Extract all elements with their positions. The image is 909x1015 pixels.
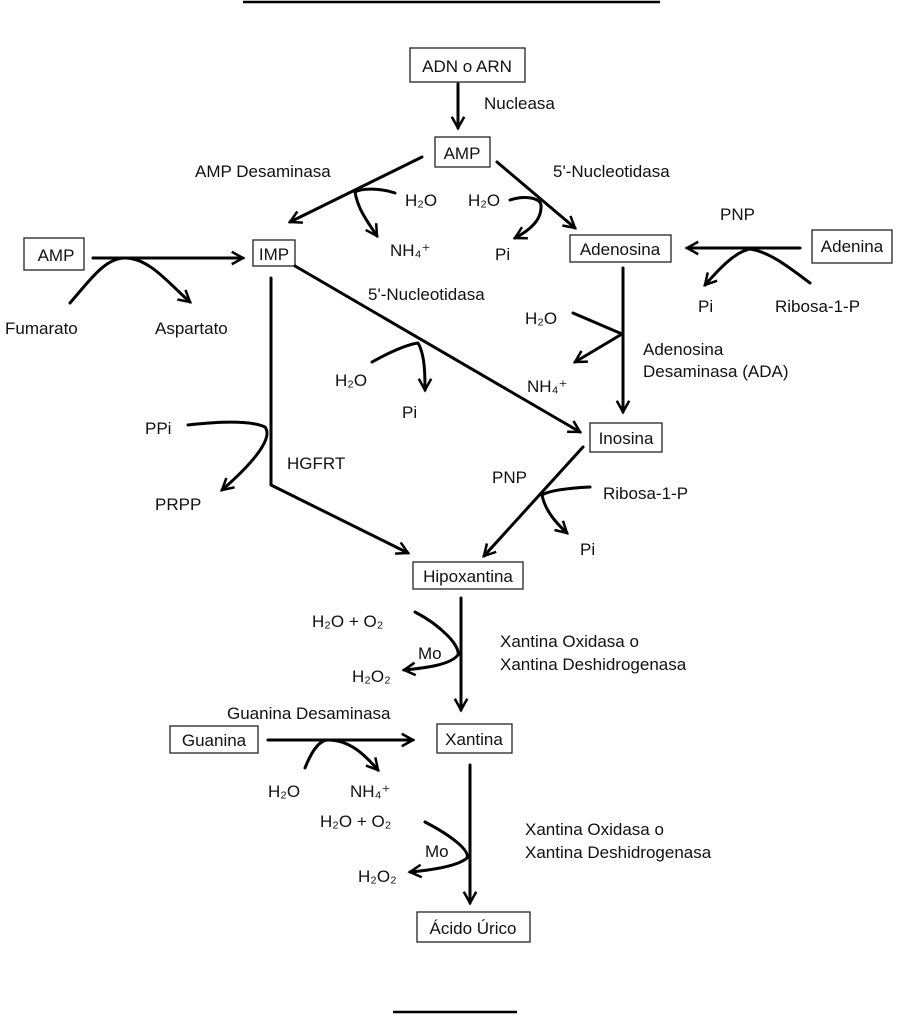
label-aspartato: Aspartato bbox=[155, 319, 228, 338]
enzyme-xo1-line2: Xantina Deshidrogenasa bbox=[500, 655, 687, 674]
label-amp-top: AMP bbox=[444, 144, 481, 163]
label-mo-1: Mo bbox=[418, 644, 442, 663]
label-h2o-nucleotidasa-2: H₂O bbox=[335, 371, 367, 390]
side-arrow-prpp bbox=[186, 420, 269, 490]
label-ribosa-pnp-1: Ribosa-1-P bbox=[775, 297, 860, 316]
arrow-nucleotidasa-2 bbox=[293, 264, 580, 434]
enzyme-nucleotidasa-2: 5'-Nucleotidasa bbox=[368, 285, 485, 304]
enzyme-labels: Nucleasa AMP Desaminasa 5'-Nucleotidasa … bbox=[195, 94, 789, 862]
label-h2o-amp-desaminasa: H₂O bbox=[405, 191, 437, 210]
label-guanina: Guanina bbox=[182, 731, 247, 750]
label-ppi: PPi bbox=[145, 419, 171, 438]
label-ribosa-pnp-2: Ribosa-1-P bbox=[603, 484, 688, 503]
arrow-pnp-inosina bbox=[484, 445, 585, 556]
arrow-amp-desaminasa bbox=[290, 155, 424, 222]
label-nh4-ada: NH₄⁺ bbox=[527, 377, 567, 396]
label-acido-urico: Ácido Úrico bbox=[430, 919, 517, 938]
side-arrow-fumarato bbox=[68, 256, 190, 305]
enzyme-pnp-2: PNP bbox=[492, 468, 527, 487]
label-pi-nucleotidasa-1: Pi bbox=[495, 245, 510, 264]
label-prpp: PRPP bbox=[155, 495, 201, 514]
label-imp: IMP bbox=[259, 245, 289, 264]
label-mo-2: Mo bbox=[425, 842, 449, 861]
enzyme-xo2-line1: Xantina Oxidasa o bbox=[525, 820, 664, 839]
label-h2o2-2: H₂O₂ bbox=[358, 867, 397, 886]
node-inosina: Inosina bbox=[589, 422, 663, 453]
side-arrow-nh4-ada bbox=[571, 311, 624, 364]
enzyme-xo2-line2: Xantina Deshidrogenasa bbox=[525, 843, 712, 862]
label-hipoxantina: Hipoxantina bbox=[423, 567, 513, 586]
enzyme-ada-line2: Desaminasa (ADA) bbox=[643, 362, 789, 381]
label-pi-pnp-1: Pi bbox=[698, 297, 713, 316]
node-adenosina: Adenosina bbox=[569, 234, 672, 263]
label-pi-pnp-2: Pi bbox=[580, 540, 595, 559]
node-acido-urico: Ácido Úrico bbox=[416, 911, 531, 943]
node-amp-left: AMP bbox=[23, 237, 85, 271]
node-adenina: Adenina bbox=[811, 229, 893, 264]
label-adenosina: Adenosina bbox=[580, 240, 661, 259]
label-h2o-nucleotidasa-1: H₂O bbox=[468, 191, 500, 210]
side-arrow-pnp-2 bbox=[540, 485, 592, 533]
side-arrow-pi-1 bbox=[508, 196, 543, 240]
node-imp: IMP bbox=[252, 239, 296, 267]
label-h2o-o2-2: H₂O + O₂ bbox=[320, 812, 391, 831]
label-h2o-guanina: H₂O bbox=[268, 782, 300, 801]
cofactor-labels: H₂O NH₄⁺ H₂O Pi Pi Ribosa-1-P Fumarato A… bbox=[5, 191, 860, 886]
label-amp-left: AMP bbox=[38, 246, 75, 265]
label-inosina: Inosina bbox=[599, 429, 654, 448]
label-xantina: Xantina bbox=[445, 730, 503, 749]
side-arrow-nh4 bbox=[353, 187, 397, 236]
enzyme-nucleasa: Nucleasa bbox=[484, 94, 555, 113]
side-arrow-nh4-guanina bbox=[303, 738, 378, 770]
label-nh4-amp-desaminasa: NH₄⁺ bbox=[390, 241, 430, 260]
side-arrow-pnp-1 bbox=[705, 247, 812, 285]
node-hipoxantina: Hipoxantina bbox=[412, 561, 524, 590]
side-arrow-h2o2-1 bbox=[404, 610, 460, 670]
node-guanina: Guanina bbox=[169, 725, 259, 754]
label-h2o-o2-1: H₂O + O₂ bbox=[312, 612, 383, 631]
enzyme-nucleotidasa-1: 5'-Nucleotidasa bbox=[553, 162, 670, 181]
arrow-hgfrt bbox=[269, 276, 408, 553]
side-arrow-h2o2-2 bbox=[410, 820, 469, 872]
label-nh4-guanina: NH₄⁺ bbox=[350, 782, 390, 801]
label-h2o2-1: H₂O₂ bbox=[352, 667, 391, 686]
enzyme-ada-line1: Adenosina bbox=[643, 340, 724, 359]
node-amp-top: AMP bbox=[434, 136, 491, 168]
node-xantina: Xantina bbox=[436, 723, 513, 754]
node-adn-arn: ADN o ARN bbox=[409, 47, 526, 83]
side-arrow-pi-2 bbox=[370, 341, 425, 390]
arrows bbox=[68, 82, 812, 903]
enzyme-amp-desaminasa: AMP Desaminasa bbox=[195, 162, 331, 181]
label-h2o-ada: H₂O bbox=[525, 309, 557, 328]
label-adenina: Adenina bbox=[821, 237, 884, 256]
label-pi-nucleotidasa-2: Pi bbox=[402, 403, 417, 422]
enzyme-xo1-line1: Xantina Oxidasa o bbox=[500, 632, 639, 651]
enzyme-guanina-desaminasa: Guanina Desaminasa bbox=[227, 704, 391, 723]
arrow-nucleotidasa-1 bbox=[495, 160, 575, 228]
enzyme-pnp-1: PNP bbox=[720, 205, 755, 224]
enzyme-hgfrt: HGFRT bbox=[287, 454, 345, 473]
label-fumarato: Fumarato bbox=[5, 319, 78, 338]
label-adn-arn: ADN o ARN bbox=[422, 57, 512, 76]
